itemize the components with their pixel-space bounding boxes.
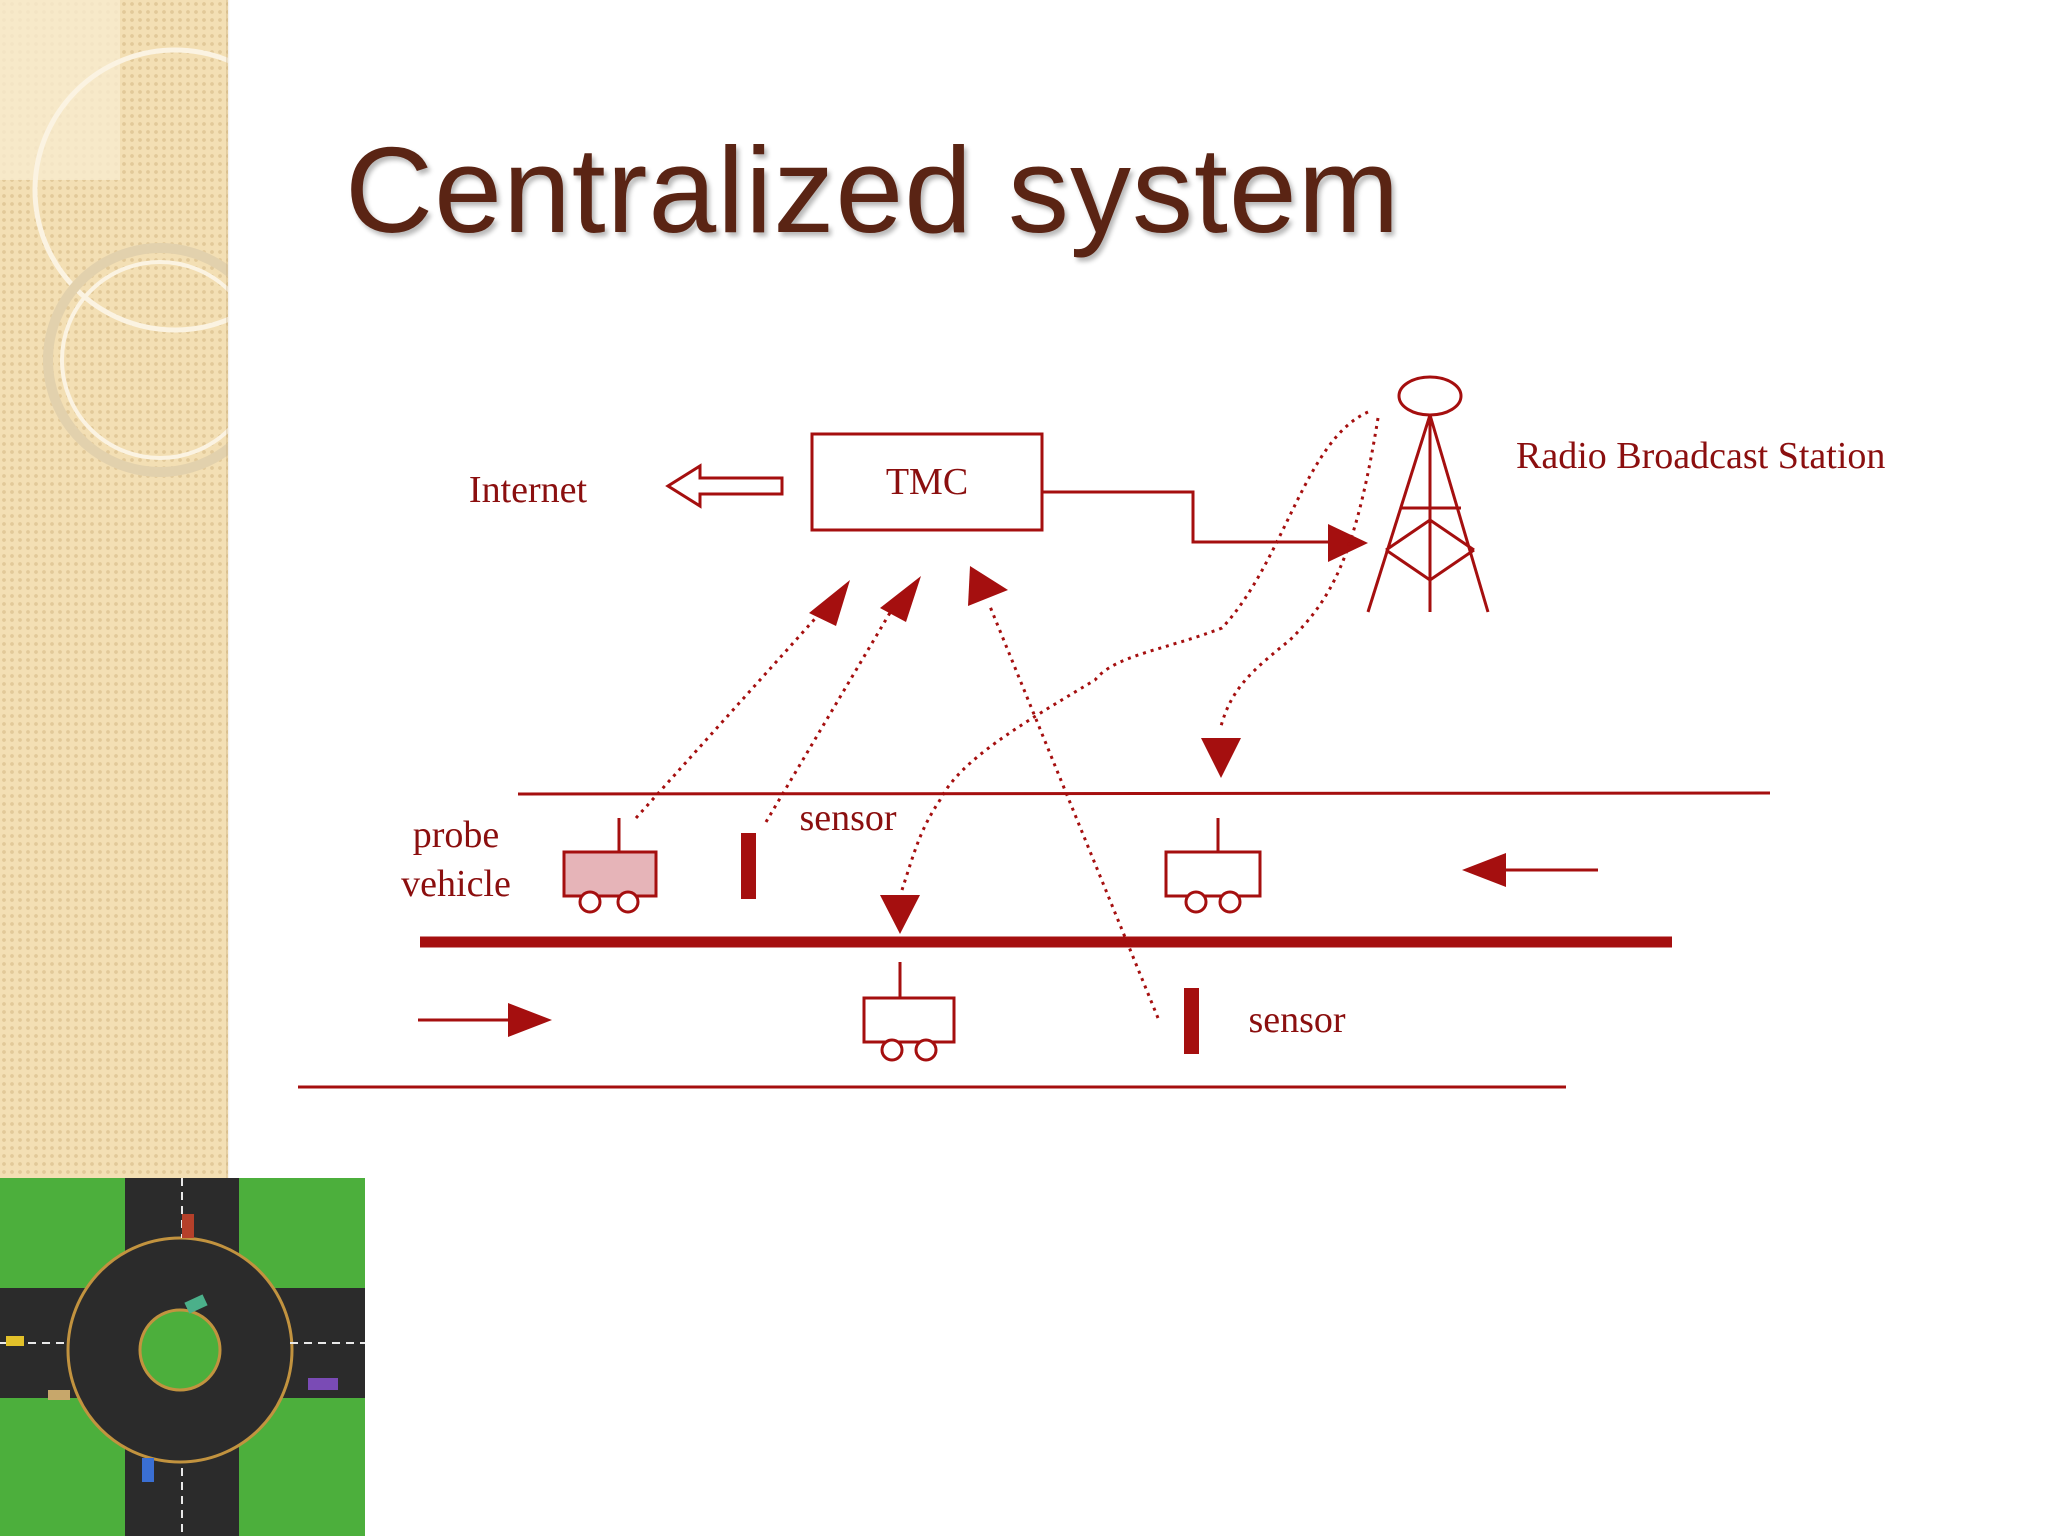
communication-paths — [634, 410, 1380, 1019]
tower-to-upper-vehicle-path — [1218, 417, 1380, 731]
roundabout-image — [0, 1178, 365, 1536]
arrowhead-sensor-bottom-to-tmc-icon — [968, 566, 1008, 606]
internet-label: Internet — [469, 469, 588, 511]
vehicle-icon-bottom-lane — [862, 962, 956, 1062]
probe-to-tmc-path — [634, 600, 832, 820]
tmc-to-tower-line — [1042, 490, 1336, 544]
probe-vehicle-label-line2: vehicle — [401, 863, 511, 905]
radio-tower-icon — [1366, 375, 1490, 613]
vehicle-icon-top-right — [1164, 818, 1262, 914]
direction-right-arrow-icon — [508, 1003, 552, 1037]
sensor-bottom — [1184, 988, 1199, 1054]
arrowhead-tower-to-lower-vehicle-icon — [880, 895, 920, 934]
arrowhead-sensor-to-tmc-icon — [880, 576, 921, 622]
tower-arrowhead-icon — [1328, 524, 1368, 562]
internet-arrow-icon — [665, 463, 784, 509]
radio-station-label: Radio Broadcast Station — [1516, 435, 1885, 477]
road-top-edge — [517, 791, 1771, 796]
sensor-top-to-tmc-path — [764, 605, 896, 823]
direction-left-arrow-icon — [1462, 853, 1506, 887]
sensor-label-bottom: sensor — [1248, 999, 1345, 1041]
slide-title: Centralized system — [345, 122, 1401, 258]
probe-vehicle-icon — [562, 818, 658, 914]
sidebar-edge — [226, 0, 230, 1536]
tmc-label: TMC — [886, 461, 968, 503]
sensor-label-top: sensor — [799, 797, 896, 839]
tower-to-lower-vehicle-path — [900, 410, 1369, 891]
arrowhead-probe-to-tmc-icon — [809, 580, 850, 626]
sensor-bottom-to-tmc-path — [987, 603, 1160, 1019]
decorative-rings — [0, 0, 228, 477]
sensor-top — [741, 833, 756, 899]
tmc-box — [810, 432, 1044, 532]
arrowhead-tower-to-upper-vehicle-icon — [1201, 738, 1241, 778]
probe-vehicle-label-line1: probe — [413, 814, 500, 856]
